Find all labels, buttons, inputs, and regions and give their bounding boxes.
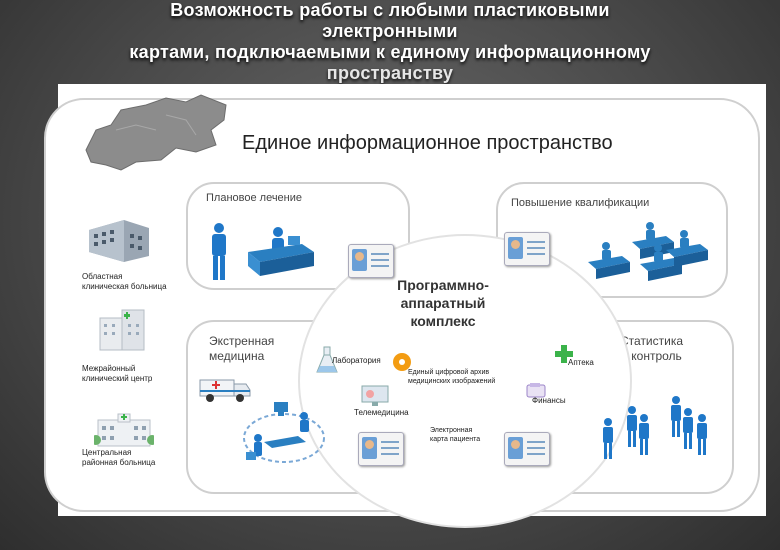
id-card-icon — [348, 244, 394, 278]
id-card-icon — [504, 232, 550, 266]
hosp2-line-1: Межрайонный — [82, 364, 136, 373]
hosp1-line-1: Областная — [82, 272, 123, 281]
pharmacy-label: Аптека — [568, 358, 594, 367]
standing-person-icon — [212, 223, 226, 280]
hospital-building-icon — [89, 220, 149, 262]
hosp3-line-1: Центральная — [82, 448, 132, 457]
telemedicine-screen-icon — [361, 385, 389, 406]
hosp2-line-2: клинический центр — [82, 374, 153, 383]
ambulance-icon — [199, 379, 251, 402]
classroom-desks-icon — [588, 222, 708, 281]
id-card-icon — [358, 432, 404, 466]
core-line-1: Программно- — [397, 277, 489, 293]
core-line-2: аппаратный — [400, 295, 486, 311]
patient-card-label: Электронная карта пациента — [430, 426, 480, 444]
hosp1-line-2: клиническая больница — [82, 282, 167, 291]
archive-label: Единый цифровой архив медицинских изобра… — [408, 368, 495, 386]
core-title: Программно- аппаратный комплекс — [368, 276, 518, 330]
russia-map-icon — [85, 94, 227, 171]
pharmacy-cross-icon — [555, 345, 573, 363]
finance-wallet-icon — [526, 383, 546, 398]
main-label: Единое информационное пространство — [242, 132, 613, 154]
emergency-line-1: Экстренная — [209, 334, 275, 348]
core-line-3: комплекс — [410, 313, 476, 329]
id-card-icon — [504, 432, 550, 466]
hospital-1-label: Областная клиническая больница — [82, 272, 167, 292]
title-line-2: электронными — [322, 21, 458, 41]
people-group-icon — [603, 396, 707, 459]
statistics-line-2: и контроль — [621, 349, 682, 363]
lab-label: Лаборатория — [332, 356, 381, 365]
emergency-line-2: медицина — [209, 349, 265, 363]
telemedicine-label: Телемедицина — [354, 408, 409, 417]
emergency-label: Экстренная медицина — [209, 334, 274, 364]
archive-line-2: медицинских изображений — [408, 378, 496, 385]
clinic-building-icon — [99, 309, 145, 351]
archive-disc-icon — [393, 353, 411, 371]
lab-flask-icon — [316, 346, 338, 373]
title-line-1: Возможность работы с любыми пластиковыми — [170, 0, 610, 20]
statistics-line-1: Статистика — [620, 334, 684, 348]
hospital-2-label: Межрайонный клинический центр — [82, 364, 152, 384]
title-line-3: картами, подключаемыми к единому информа… — [129, 42, 651, 62]
title-line-4: пространству — [326, 63, 454, 83]
diagram-panel: Единое информационное пространство Плано… — [44, 84, 766, 528]
statistics-label: Статистика и контроль — [620, 334, 683, 364]
slide-title: Возможность работы с любыми пластиковыми… — [0, 0, 780, 84]
district-hospital-icon — [94, 413, 154, 447]
archive-line-1: Единый цифровой архив — [408, 369, 490, 376]
card-line-1: Электронная — [430, 427, 473, 434]
telemedicine-scene-icon — [243, 402, 325, 463]
finance-label: Финансы — [532, 396, 566, 405]
planned-label: Плановое лечение — [206, 192, 303, 204]
hospital-3-label: Центральная районная больница — [82, 448, 155, 468]
qualification-label: Повышение квалификации — [511, 197, 650, 209]
hosp3-line-2: районная больница — [82, 458, 156, 467]
core-circle — [298, 234, 632, 528]
card-line-2: карта пациента — [430, 436, 481, 443]
doctor-desk-icon — [248, 227, 314, 276]
